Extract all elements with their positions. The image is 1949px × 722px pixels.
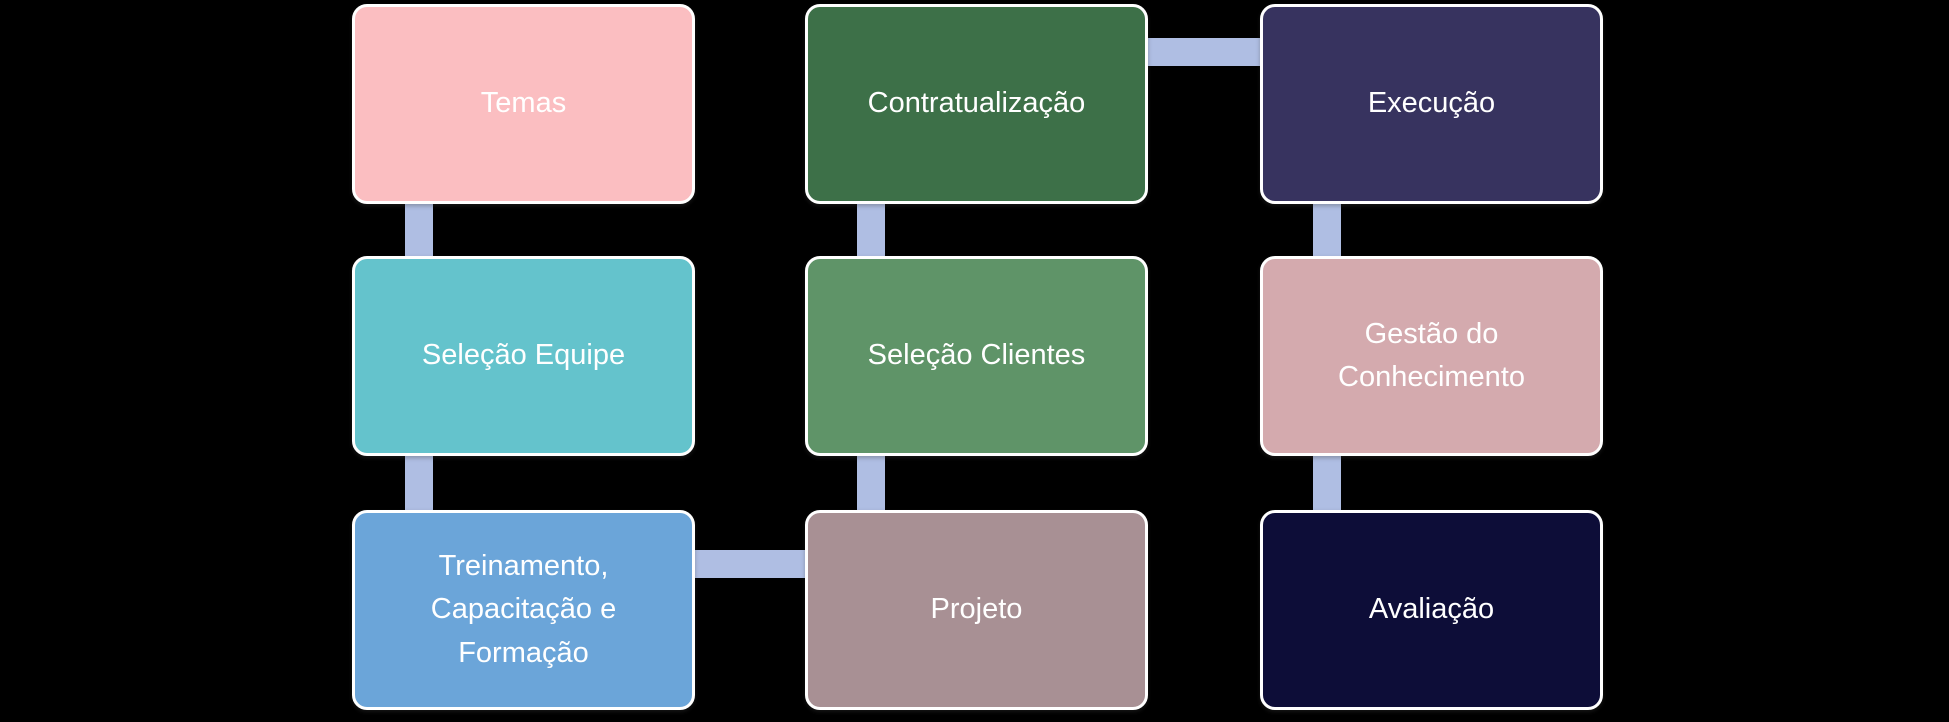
- node-execucao: Execução: [1260, 4, 1603, 204]
- node-selecao-equipe-label: Seleção Equipe: [421, 339, 626, 372]
- node-avaliacao-label: Avaliação: [1368, 593, 1495, 626]
- node-projeto-label: Projeto: [930, 593, 1023, 626]
- node-selecao-equipe: Seleção Equipe: [352, 256, 695, 456]
- node-gestao-conhecimento: Gestão do Conhecimento: [1260, 256, 1603, 456]
- connector-selecao-equipe-treinamento: [405, 448, 433, 518]
- node-projeto: Projeto: [805, 510, 1148, 710]
- node-selecao-clientes-label: Seleção Clientes: [867, 339, 1086, 372]
- node-temas: Temas: [352, 4, 695, 204]
- node-contratualizacao: Contratualização: [805, 4, 1148, 204]
- connector-gestao-conhecimento-avaliacao: [1313, 448, 1341, 518]
- node-gestao-conhecimento-label: Gestão do Conhecimento: [1338, 317, 1525, 394]
- connector-treinamento-projeto: [688, 550, 812, 578]
- connector-execucao-gestao-conhecimento: [1313, 196, 1341, 264]
- node-avaliacao: Avaliação: [1260, 510, 1603, 710]
- connector-selecao-clientes-contratualizacao: [857, 196, 885, 264]
- connector-contratualizacao-execucao: [1141, 38, 1267, 66]
- node-selecao-clientes: Seleção Clientes: [805, 256, 1148, 456]
- node-contratualizacao-label: Contratualização: [867, 87, 1086, 120]
- node-execucao-label: Execução: [1367, 87, 1496, 120]
- node-treinamento-label: Treinamento, Capacitação e Formação: [430, 549, 617, 669]
- node-treinamento-capacitacao-formacao: Treinamento, Capacitação e Formação: [352, 510, 695, 710]
- connector-projeto-selecao-clientes: [857, 448, 885, 518]
- node-temas-label: Temas: [480, 87, 567, 120]
- connector-temas-selecao-equipe: [405, 196, 433, 264]
